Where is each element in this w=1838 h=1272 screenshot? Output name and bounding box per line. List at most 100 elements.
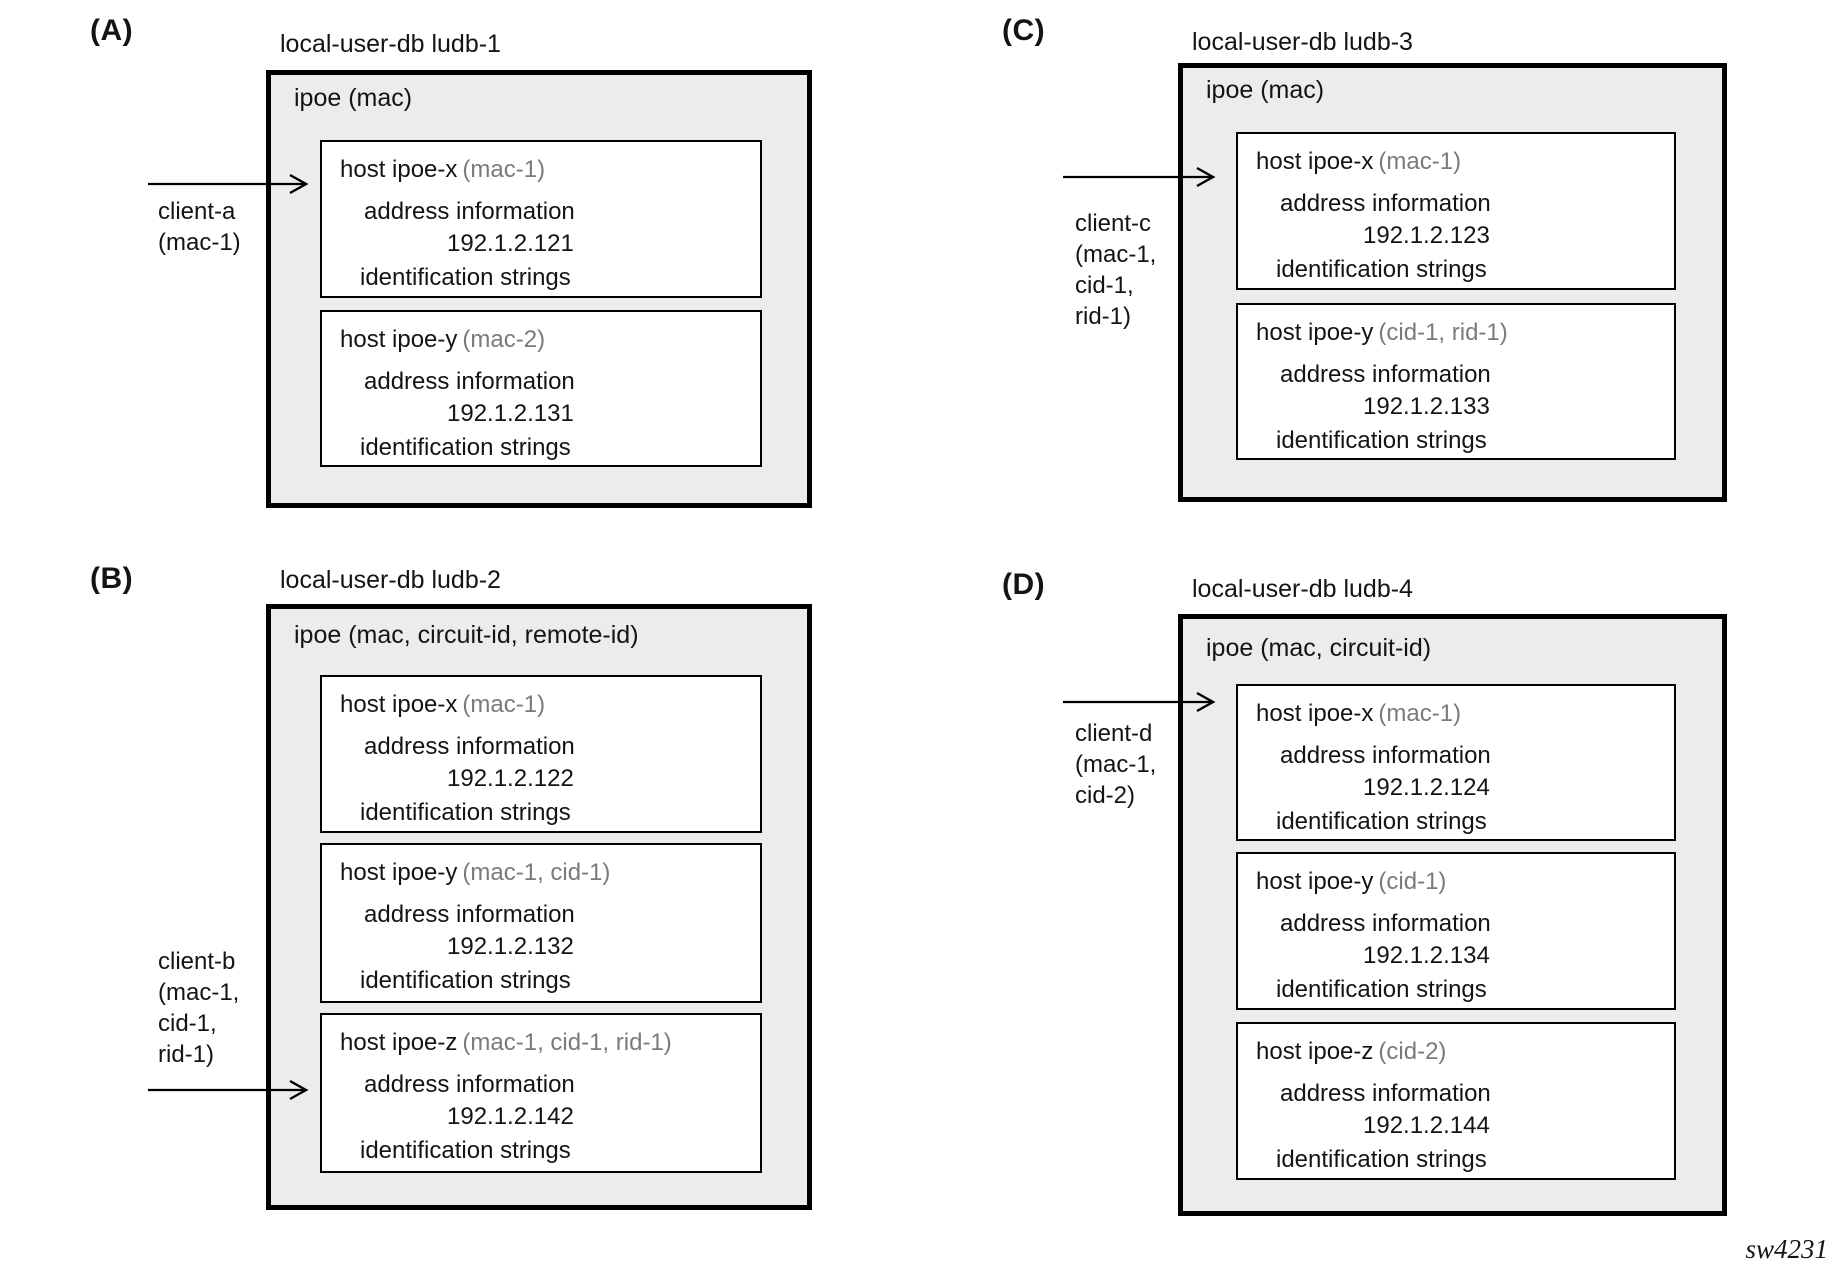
client-line: rid-1) bbox=[1075, 303, 1132, 330]
host-params: (mac-1, cid-1) bbox=[462, 859, 611, 886]
address-label: address information bbox=[1280, 742, 1491, 769]
host-params: (mac-1) bbox=[1378, 700, 1462, 727]
panel-c-client-arrow bbox=[1063, 166, 1216, 188]
client-line: cid-1, bbox=[1075, 272, 1134, 299]
panel-a-label: (A) bbox=[90, 14, 134, 47]
panel-d-host-ipoe-y: host ipoe-y(cid-1) address information 1… bbox=[1236, 852, 1676, 1010]
panel-d-host-ipoe-x: host ipoe-x(mac-1) address information 1… bbox=[1236, 684, 1676, 841]
host-ip: 192.1.2.122 bbox=[447, 765, 574, 792]
client-line: client-a bbox=[158, 198, 236, 225]
client-line: (mac-1, bbox=[1075, 751, 1157, 778]
host-ip: 192.1.2.133 bbox=[1363, 393, 1490, 420]
identification-label: identification strings bbox=[1276, 427, 1487, 454]
host-name: host ipoe-z bbox=[1256, 1038, 1374, 1065]
identification-label: identification strings bbox=[360, 1137, 571, 1164]
identification-label: identification strings bbox=[360, 434, 571, 461]
host-title: host ipoe-z(mac-1, cid-1, rid-1) bbox=[340, 1029, 672, 1057]
panel-b-client-arrow bbox=[148, 1079, 309, 1101]
address-label: address information bbox=[364, 733, 575, 760]
identification-label: identification strings bbox=[360, 264, 571, 291]
host-ip: 192.1.2.132 bbox=[447, 933, 574, 960]
identification-label: identification strings bbox=[360, 967, 571, 994]
client-line: client-b bbox=[158, 948, 236, 975]
host-name: host ipoe-x bbox=[1256, 700, 1374, 727]
host-title: host ipoe-y(mac-1, cid-1) bbox=[340, 859, 610, 887]
address-label: address information bbox=[364, 1071, 575, 1098]
host-params: (cid-2) bbox=[1378, 1038, 1447, 1065]
identification-label: identification strings bbox=[360, 799, 571, 826]
panel-c-label: (C) bbox=[1002, 14, 1046, 47]
host-title: host ipoe-x(mac-1) bbox=[340, 691, 545, 719]
panel-a-db-title: local-user-db ludb-1 bbox=[280, 30, 501, 58]
host-title: host ipoe-y(cid-1, rid-1) bbox=[1256, 319, 1508, 347]
host-title: host ipoe-y(mac-2) bbox=[340, 326, 545, 354]
client-line: (mac-1, bbox=[1075, 241, 1157, 268]
panel-a-ipoe-header: ipoe (mac) bbox=[294, 84, 413, 112]
panel-b-ipoe-header: ipoe (mac, circuit-id, remote-id) bbox=[294, 621, 639, 649]
host-name: host ipoe-x bbox=[340, 156, 458, 183]
host-title: host ipoe-z(cid-2) bbox=[1256, 1038, 1446, 1066]
host-ip: 192.1.2.123 bbox=[1363, 222, 1490, 249]
host-name: host ipoe-x bbox=[1256, 148, 1374, 175]
panel-c-host-ipoe-y: host ipoe-y(cid-1, rid-1) address inform… bbox=[1236, 303, 1676, 460]
host-name: host ipoe-z bbox=[340, 1029, 458, 1056]
address-label: address information bbox=[1280, 361, 1491, 388]
host-params: (cid-1) bbox=[1378, 868, 1447, 895]
panel-b-db-title: local-user-db ludb-2 bbox=[280, 566, 501, 594]
identification-label: identification strings bbox=[1276, 976, 1487, 1003]
address-label: address information bbox=[364, 198, 575, 225]
host-params: (cid-1, rid-1) bbox=[1378, 319, 1508, 346]
panel-c-client-label: client-c (mac-1, cid-1, rid-1) bbox=[1075, 208, 1156, 332]
client-line: (mac-1, bbox=[158, 979, 240, 1006]
host-params: (mac-1) bbox=[462, 691, 546, 718]
identification-label: identification strings bbox=[1276, 1146, 1487, 1173]
host-ip: 192.1.2.134 bbox=[1363, 942, 1490, 969]
panel-d-ipoe-header: ipoe (mac, circuit-id) bbox=[1206, 634, 1432, 662]
host-params: (mac-1) bbox=[1378, 148, 1462, 175]
panel-d-client-label: client-d (mac-1, cid-2) bbox=[1075, 718, 1156, 811]
panel-d-db-title: local-user-db ludb-4 bbox=[1192, 575, 1413, 603]
host-title: host ipoe-x(mac-1) bbox=[1256, 148, 1461, 176]
panel-d-label: (D) bbox=[1002, 568, 1046, 601]
client-line: client-c bbox=[1075, 210, 1152, 237]
panel-c-ipoe-header: ipoe (mac) bbox=[1206, 76, 1325, 104]
host-ip: 192.1.2.124 bbox=[1363, 774, 1490, 801]
panel-a-host-ipoe-y: host ipoe-y(mac-2) address information 1… bbox=[320, 310, 762, 467]
client-line: (mac-1) bbox=[158, 229, 241, 256]
panel-c-db-title: local-user-db ludb-3 bbox=[1192, 28, 1413, 56]
host-ip: 192.1.2.142 bbox=[447, 1103, 574, 1130]
address-label: address information bbox=[1280, 190, 1491, 217]
figure-watermark: sw4231 bbox=[1745, 1234, 1828, 1264]
identification-label: identification strings bbox=[1276, 808, 1487, 835]
panel-b-host-ipoe-y: host ipoe-y(mac-1, cid-1) address inform… bbox=[320, 843, 762, 1003]
panel-b-host-ipoe-z: host ipoe-z(mac-1, cid-1, rid-1) address… bbox=[320, 1013, 762, 1173]
identification-label: identification strings bbox=[1276, 256, 1487, 283]
client-line: cid-1, bbox=[158, 1010, 217, 1037]
address-label: address information bbox=[364, 901, 575, 928]
host-title: host ipoe-x(mac-1) bbox=[1256, 700, 1461, 728]
panel-c-host-ipoe-x: host ipoe-x(mac-1) address information 1… bbox=[1236, 132, 1676, 290]
panel-d-client-arrow bbox=[1063, 691, 1216, 713]
panel-d-host-ipoe-z: host ipoe-z(cid-2) address information 1… bbox=[1236, 1022, 1676, 1180]
client-line: cid-2) bbox=[1075, 782, 1136, 809]
host-name: host ipoe-y bbox=[340, 326, 458, 353]
host-title: host ipoe-x(mac-1) bbox=[340, 156, 545, 184]
panel-b-host-ipoe-x: host ipoe-x(mac-1) address information 1… bbox=[320, 675, 762, 833]
host-ip: 192.1.2.121 bbox=[447, 230, 574, 257]
host-params: (mac-1, cid-1, rid-1) bbox=[462, 1029, 672, 1056]
panel-a-host-ipoe-x: host ipoe-x(mac-1) address information 1… bbox=[320, 140, 762, 298]
panel-a-client-label: client-a (mac-1) bbox=[158, 196, 241, 258]
address-label: address information bbox=[364, 368, 575, 395]
panel-a-client-arrow bbox=[148, 173, 309, 195]
panel-b-label: (B) bbox=[90, 562, 134, 595]
host-params: (mac-2) bbox=[462, 326, 546, 353]
client-line: rid-1) bbox=[158, 1041, 215, 1068]
address-label: address information bbox=[1280, 1080, 1491, 1107]
host-name: host ipoe-y bbox=[1256, 319, 1374, 346]
host-params: (mac-1) bbox=[462, 156, 546, 183]
host-name: host ipoe-x bbox=[340, 691, 458, 718]
client-line: client-d bbox=[1075, 720, 1153, 747]
host-ip: 192.1.2.131 bbox=[447, 400, 574, 427]
panel-b-client-label: client-b (mac-1, cid-1, rid-1) bbox=[158, 946, 239, 1070]
